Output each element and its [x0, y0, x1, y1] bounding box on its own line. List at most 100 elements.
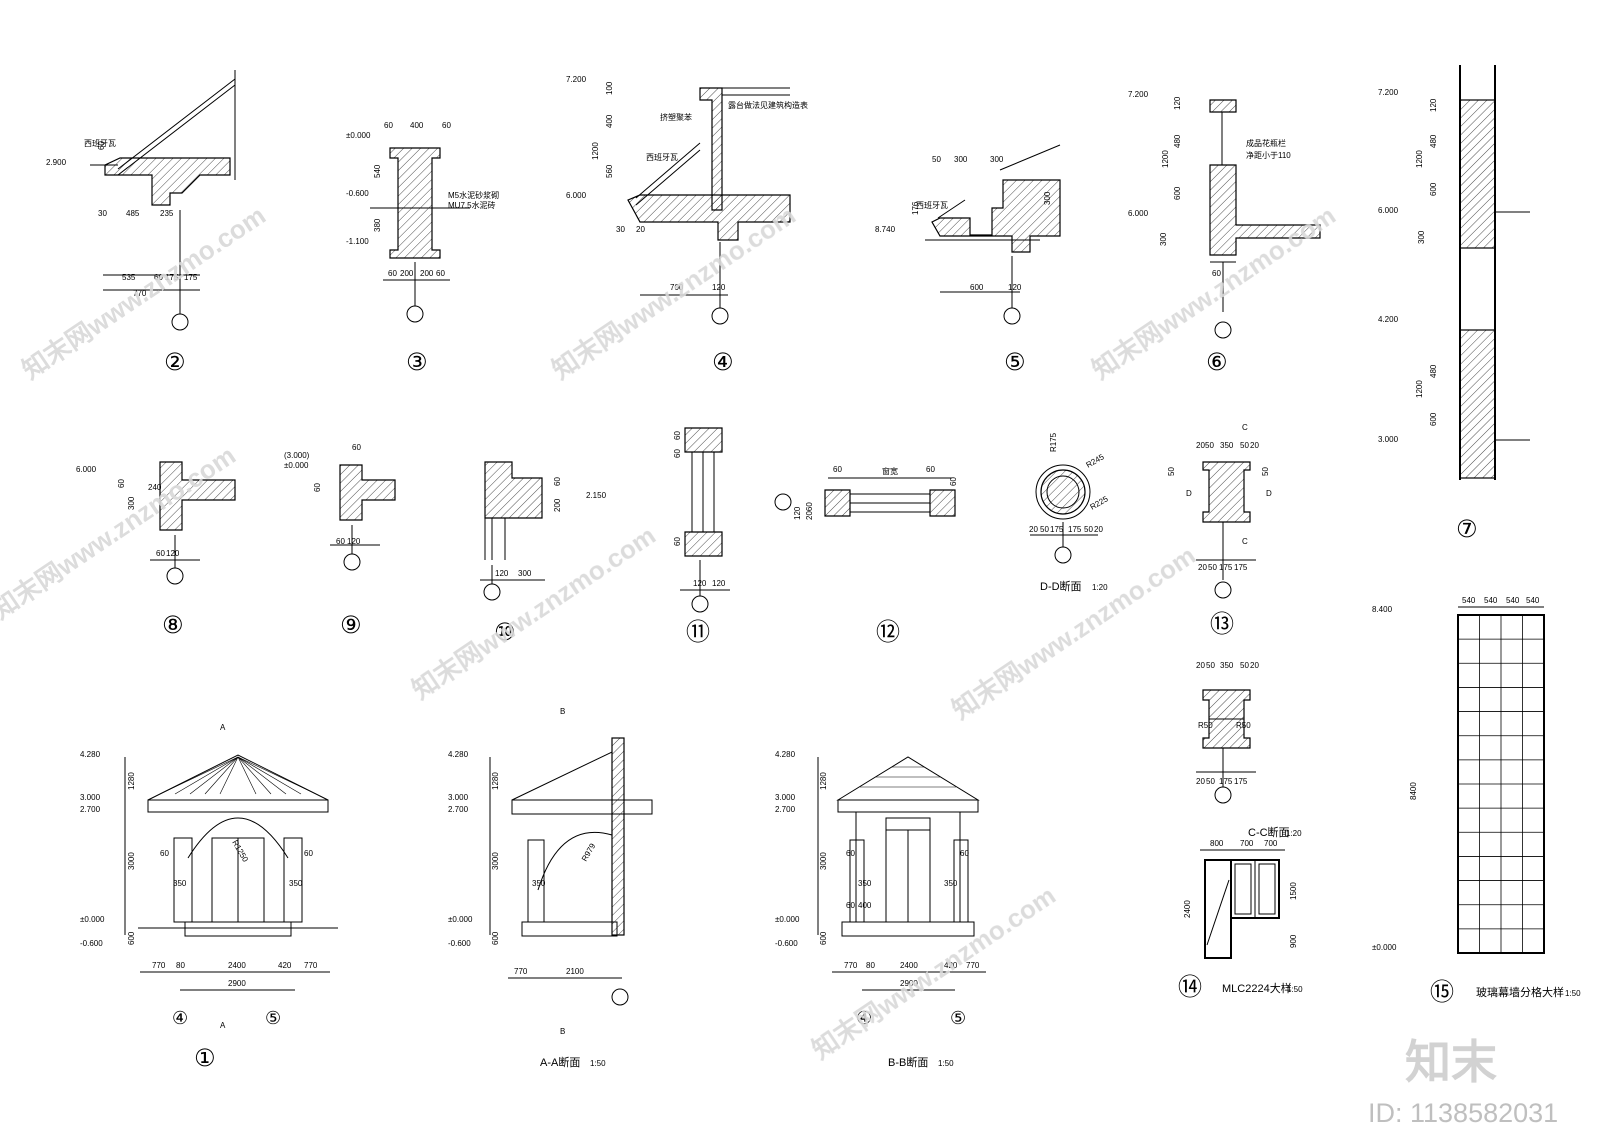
svg-text:700: 700	[670, 283, 684, 292]
svg-text:400: 400	[858, 901, 872, 910]
detail-12-number: ⑫	[876, 619, 900, 646]
section-bb-scale: 1:50	[938, 1059, 954, 1068]
svg-text:-0.600: -0.600	[80, 939, 103, 948]
svg-text:120: 120	[1173, 96, 1182, 110]
axis-bubble	[1003, 307, 1021, 325]
svg-text:8.740: 8.740	[875, 225, 896, 234]
svg-text:350: 350	[173, 879, 187, 888]
detail-4: 7.200 6.000 100 400 1200 560 30 20 700 1…	[566, 75, 808, 376]
svg-text:±0.000: ±0.000	[284, 461, 309, 470]
detail-14: 800 700 700 2400 1500 900 ⑭ MLC2224大样 1:…	[1178, 839, 1303, 1001]
svg-text:770: 770	[966, 961, 980, 970]
svg-text:2400: 2400	[1183, 900, 1192, 918]
svg-text:A: A	[220, 723, 226, 732]
svg-text:R979: R979	[580, 841, 598, 863]
svg-text:50: 50	[1167, 467, 1176, 476]
svg-text:350: 350	[944, 879, 958, 888]
svg-text:60: 60	[673, 449, 682, 458]
watermark-id: ID: 1138582031	[1368, 1098, 1558, 1128]
svg-text:100: 100	[605, 81, 614, 95]
svg-text:西班牙瓦: 西班牙瓦	[916, 200, 948, 210]
detail-8-number: ⑧	[162, 612, 184, 639]
svg-text:200: 200	[400, 269, 414, 278]
svg-text:120: 120	[166, 549, 180, 558]
svg-text:6.000: 6.000	[1378, 206, 1399, 215]
detail-14-scale: 1:50	[1287, 985, 1303, 994]
detail-15: 540 540 540 540 8.400 ±0.000 8400 ⑮ 玻璃幕墙…	[1372, 596, 1581, 1006]
svg-text:770: 770	[844, 961, 858, 970]
axis-bubble	[1214, 321, 1232, 339]
svg-text:2.700: 2.700	[775, 805, 796, 814]
svg-text:175: 175	[1234, 563, 1248, 572]
svg-text:20: 20	[1196, 441, 1205, 450]
axis-4: ④	[856, 1008, 872, 1028]
svg-text:2.150: 2.150	[586, 491, 607, 500]
detail-2-number: ②	[164, 349, 186, 376]
svg-text:80: 80	[176, 961, 185, 970]
svg-text:-0.600: -0.600	[775, 939, 798, 948]
svg-text:770: 770	[514, 967, 528, 976]
axis-bubble	[691, 595, 709, 613]
svg-text:540: 540	[1506, 596, 1520, 605]
svg-text:600: 600	[1429, 412, 1438, 426]
svg-text:2400: 2400	[900, 961, 918, 970]
elevation-1: 4.280 3.000 2.700 ±0.000 -0.600 1280 300…	[80, 723, 338, 1072]
svg-text:R175: R175	[1049, 432, 1058, 452]
svg-text:120: 120	[793, 506, 802, 520]
svg-text:30: 30	[616, 225, 625, 234]
svg-text:600: 600	[819, 931, 828, 945]
svg-text:240: 240	[148, 483, 162, 492]
svg-text:±0.000: ±0.000	[448, 915, 473, 924]
svg-text:60: 60	[436, 269, 445, 278]
svg-text:R1250: R1250	[230, 839, 250, 864]
detail-11: 60 60 60 120 120 ⑪	[673, 427, 730, 646]
svg-text:60: 60	[846, 901, 855, 910]
svg-text:2100: 2100	[566, 967, 584, 976]
watermark-logo: 知末	[1405, 1036, 1497, 1088]
svg-text:300: 300	[518, 569, 532, 578]
svg-text:175: 175	[184, 273, 198, 282]
svg-text:D: D	[1186, 489, 1192, 498]
svg-text:300: 300	[1417, 230, 1426, 244]
svg-text:175: 175	[1050, 525, 1064, 534]
svg-text:3.000: 3.000	[80, 793, 101, 802]
svg-text:60: 60	[384, 121, 393, 130]
section-cc-scale: 1:20	[1286, 829, 1302, 838]
detail-10-number: ⑩	[494, 619, 516, 646]
svg-text:350: 350	[1220, 441, 1234, 450]
svg-text:4.280: 4.280	[448, 750, 469, 759]
svg-text:±0.000: ±0.000	[1372, 943, 1397, 952]
svg-text:2.700: 2.700	[80, 805, 101, 814]
axis-bubble	[166, 567, 184, 585]
svg-text:C: C	[1242, 423, 1248, 432]
svg-text:20: 20	[1029, 525, 1038, 534]
svg-text:2060: 2060	[805, 502, 814, 520]
axis-bubble	[774, 493, 792, 511]
detail-2: 西班牙瓦 2.900 60 30 485 235 535 60 175 175 …	[46, 70, 236, 376]
svg-text:600: 600	[970, 283, 984, 292]
svg-text:60: 60	[160, 849, 169, 858]
svg-text:50: 50	[1240, 661, 1249, 670]
svg-text:20: 20	[1198, 563, 1207, 572]
svg-text:300: 300	[990, 155, 1004, 164]
svg-text:235: 235	[160, 209, 174, 218]
detail-6: 7.200 6.000 120 480 1200 600 300 60 成品花瓶…	[1128, 90, 1321, 376]
svg-text:20: 20	[1196, 777, 1205, 786]
svg-text:(3.000): (3.000)	[284, 451, 310, 460]
detail-2-note: 西班牙瓦	[84, 138, 116, 148]
svg-text:540: 540	[373, 164, 382, 178]
detail-7-number: ⑦	[1456, 516, 1478, 543]
svg-text:B: B	[560, 707, 565, 716]
svg-text:2900: 2900	[228, 979, 246, 988]
section-dd-title: D-D断面	[1040, 579, 1082, 593]
svg-text:50: 50	[1208, 563, 1217, 572]
section-cc-title: C-C断面	[1248, 825, 1290, 839]
svg-text:60: 60	[117, 479, 126, 488]
svg-text:300: 300	[1159, 232, 1168, 246]
svg-text:60: 60	[553, 477, 562, 486]
svg-text:120: 120	[1008, 283, 1022, 292]
svg-text:800: 800	[1210, 839, 1224, 848]
svg-text:知末网www.znzmo.com: 知末网www.znzmo.com	[547, 200, 801, 385]
svg-text:50: 50	[1240, 441, 1249, 450]
svg-text:20: 20	[1250, 661, 1259, 670]
